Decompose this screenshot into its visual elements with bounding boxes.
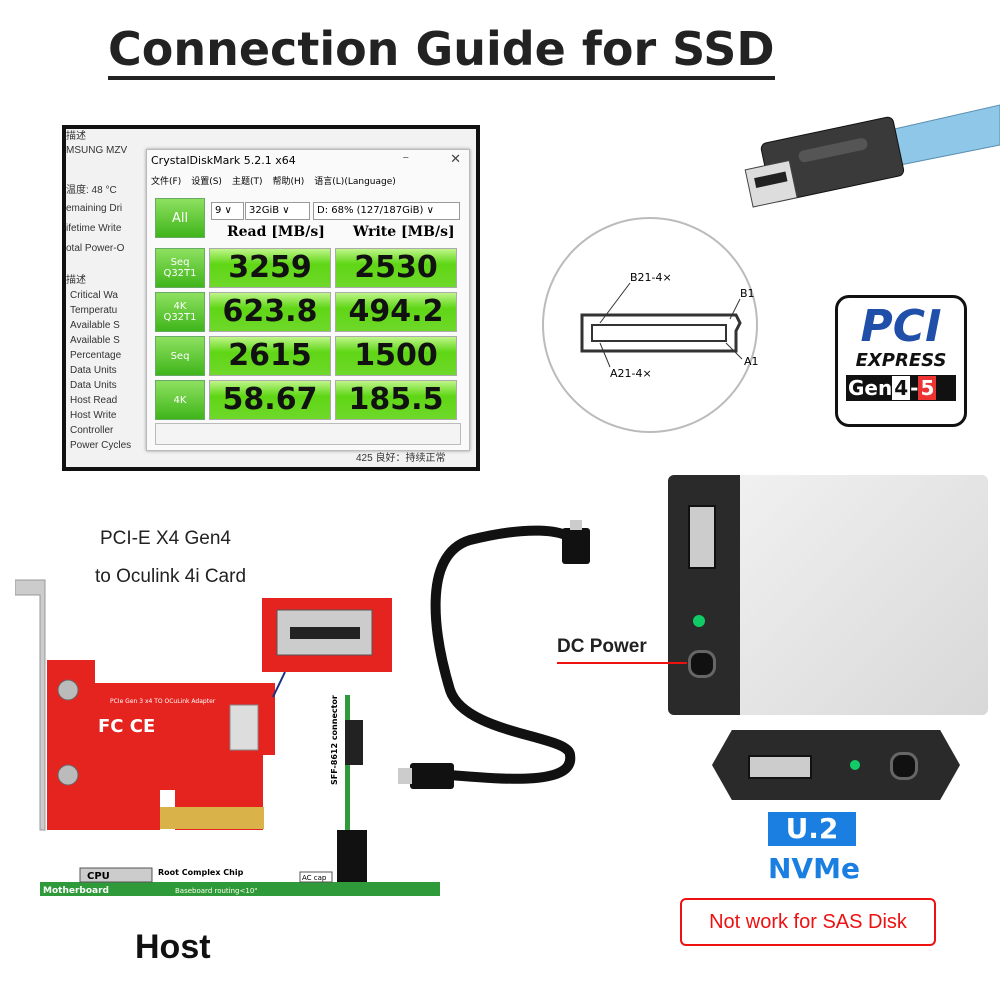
write-value: 494.2 (335, 292, 457, 332)
count-value: 9 (215, 205, 222, 216)
express-text: EXPRESS (855, 350, 947, 371)
nvme-label: NVMe (768, 852, 860, 885)
pin-label-a21: A21-4× (610, 367, 652, 380)
write-value: 185.5 (335, 380, 457, 420)
pin-label-b1: B1 (740, 287, 755, 300)
write-value: 1500 (335, 336, 457, 376)
write-header: Write [MB/s] (353, 224, 455, 240)
crystaldiskmark-window: CrystalDiskMark 5.2.1 x64 ✕ – 文件(F) 设置(S)… (146, 149, 470, 451)
dc-power-pointer (557, 662, 687, 664)
background-status: 425 良好：持续正常 (356, 453, 446, 464)
background-line: Power Cycles (70, 440, 132, 451)
enclosure-end-cap (668, 475, 740, 715)
motherboard-label: Motherboard (43, 886, 109, 896)
oculink-cable (398, 520, 590, 789)
card-title-line1: PCI-E X4 Gen4 (100, 528, 231, 549)
background-line: Percentage (70, 350, 122, 361)
pin-label-a1: A1 (744, 355, 759, 368)
all-button[interactable]: All (155, 198, 205, 238)
background-line: Temperatu (70, 305, 118, 316)
drive-select[interactable]: D: 68% (127/187GiB) ∨ (313, 202, 460, 220)
background-line: Controller (70, 425, 114, 436)
routing-label: Baseboard routing<10" (175, 887, 258, 895)
read-header: Read [MB/s] (227, 224, 325, 240)
menu-item[interactable]: 主题(T) (231, 177, 263, 187)
card-title-line2: to Oculink 4i Card (95, 566, 247, 587)
background-line: Data Units (70, 380, 117, 391)
minimize-icon[interactable]: – (402, 150, 410, 165)
background-line: MSUNG MZV (66, 145, 128, 156)
status-bar (155, 423, 461, 445)
ac-cap-label: AC cap (302, 874, 327, 882)
background-line: ifetime Write (66, 223, 122, 234)
svg-text:FC CE: FC CE (98, 716, 155, 737)
test-label[interactable]: Seq Q32T1 (155, 248, 205, 288)
test-label[interactable]: 4K Q32T1 (155, 292, 205, 332)
background-line: 描述 (66, 131, 86, 142)
test-label[interactable]: Seq (155, 336, 205, 376)
menu-item[interactable]: 设置(S) (191, 177, 222, 187)
dc-power-label: DC Power (557, 636, 647, 657)
oculink-connector-image (744, 104, 1000, 208)
background-line: Data Units (70, 365, 117, 376)
count-select[interactable]: 9 ∨ (211, 202, 244, 220)
dc-power-port (688, 650, 716, 678)
cpu-label: CPU (87, 871, 110, 882)
close-icon[interactable]: ✕ (450, 152, 461, 167)
menu-bar: 文件(F) 设置(S) 主题(T) 帮助(H) 语言(L)(Language) (151, 174, 396, 187)
u2-badge: U.2 (768, 812, 856, 846)
read-value: 58.67 (209, 380, 331, 420)
background-line: Host Read (70, 395, 118, 406)
menu-item[interactable]: 文件(F) (151, 177, 182, 187)
root-complex-label: Root Complex Chip (158, 868, 244, 877)
write-value: 2530 (335, 248, 457, 288)
read-value: 3259 (209, 248, 331, 288)
benchmark-screenshot: 描述 MSUNG MZV 温度: 48 °C emaining Dri ifetime … (62, 125, 480, 471)
host-label: Host (135, 928, 211, 966)
page-title: Connection Guide for SSD (108, 22, 775, 80)
background-line: 描述 (66, 275, 86, 286)
oculink-port (688, 505, 716, 569)
pin-label-b21: B21-4× (630, 271, 672, 284)
read-value: 2615 (209, 336, 331, 376)
menu-item[interactable]: 语言(L)(Language) (314, 177, 396, 187)
menu-item[interactable]: 帮助(H) (272, 177, 305, 187)
background-line: Host Write (70, 410, 117, 421)
pinout-diagram: B21-4× B1 A21-4× A1 (542, 217, 759, 433)
background-line: otal Power-O (66, 243, 125, 254)
enclosure-back-view (712, 730, 960, 800)
sas-warning: Not work for SAS Disk (680, 898, 936, 946)
test-label[interactable]: 4K (155, 380, 205, 420)
window-title: CrystalDiskMark 5.2.1 x64 (151, 154, 296, 167)
size-value: 32GiB (249, 205, 280, 216)
background-line: Available S (70, 320, 120, 331)
host-card-diagram: PCIe Gen 3 x4 TO OCuLink Adapter FC CE S… (15, 579, 440, 896)
drive-value: D: 68% (127/187GiB) (317, 205, 424, 216)
background-line: 温度: 48 °C (66, 185, 117, 196)
led-indicator (693, 615, 705, 627)
size-select[interactable]: 32GiB ∨ (245, 202, 310, 220)
sff-8612-label: SFF-8612 connector (330, 695, 339, 785)
pci-text: PCI (860, 301, 942, 352)
read-value: 623.8 (209, 292, 331, 332)
background-line: emaining Dri (66, 203, 123, 214)
background-line: Critical Wa (70, 290, 118, 301)
board-text: PCIe Gen 3 x4 TO OCuLink Adapter (110, 698, 216, 705)
background-line: Available S (70, 335, 120, 346)
